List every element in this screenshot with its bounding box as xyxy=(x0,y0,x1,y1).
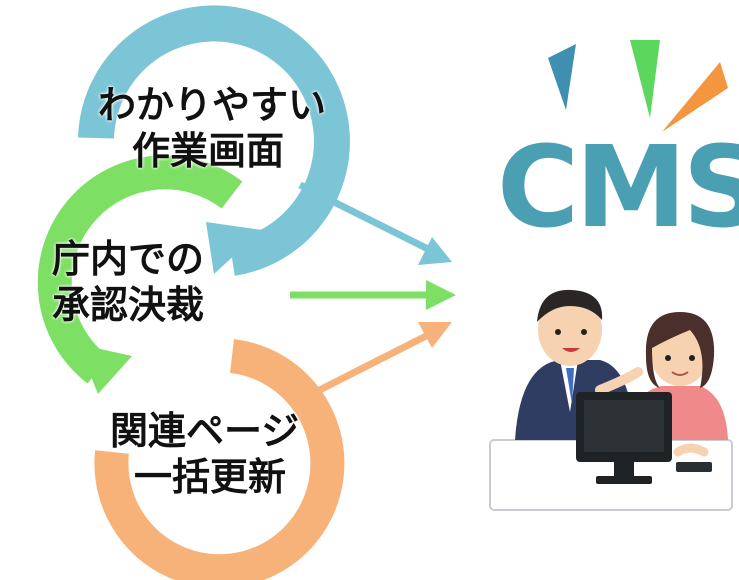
cms-label: CMS xyxy=(497,123,739,253)
connector-arrow-blue xyxy=(298,181,452,265)
man-figure xyxy=(515,289,643,440)
step-3-line1: 関連ページ xyxy=(110,409,300,453)
step-2-line1: 庁内での xyxy=(52,237,205,281)
spark-icon xyxy=(548,40,728,132)
step-3-line2: 一括更新 xyxy=(134,455,287,499)
computer-monitor-icon xyxy=(576,392,712,484)
step-2-label: 庁内での 承認決裁 xyxy=(52,236,204,328)
cycle-arrow-3 xyxy=(94,339,345,580)
step-2-line2: 承認決裁 xyxy=(52,283,205,327)
connector-arrow-green xyxy=(290,280,456,310)
step-1-line1: わかりやすい xyxy=(98,83,327,127)
office-workers-illustration xyxy=(489,289,733,511)
connector-arrow-orange xyxy=(298,322,452,404)
cycle-arrow-2 xyxy=(37,155,243,394)
cycle-arrow-1 xyxy=(78,5,350,276)
step-1-line2: 作業画面 xyxy=(132,129,285,173)
step-3-label: 関連ページ 一括更新 xyxy=(110,408,299,500)
step-1-label: わかりやすい 作業画面 xyxy=(98,82,326,174)
